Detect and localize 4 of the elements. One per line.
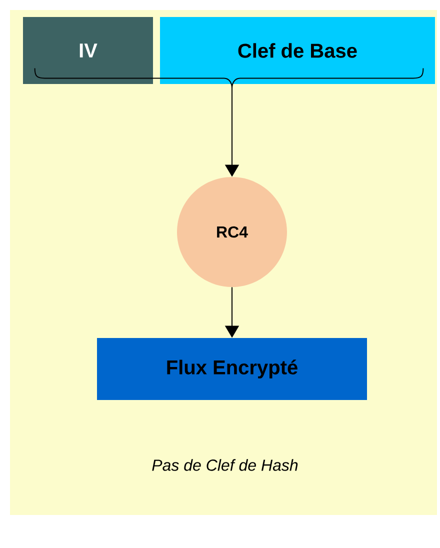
- process-box: IV: [23, 17, 153, 84]
- process-box: Clef de Base: [160, 17, 435, 84]
- caption-text: Pas de Clef de Hash: [152, 459, 298, 471]
- process-box: Flux Encrypté: [97, 338, 367, 400]
